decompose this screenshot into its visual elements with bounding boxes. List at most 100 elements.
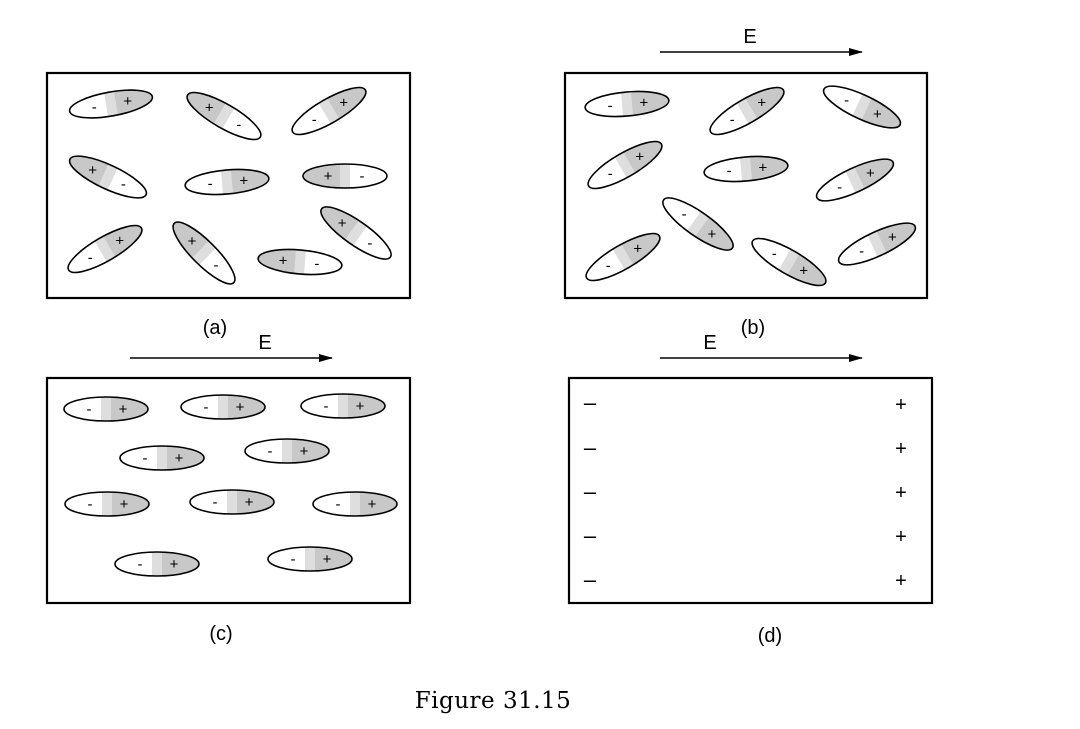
dipole: +- (257, 246, 343, 278)
dipole-positive-sign: + (279, 253, 288, 270)
dipole-negative-sign: - (204, 399, 209, 416)
dipole: -+ (703, 153, 789, 185)
panel-a-box (45, 71, 412, 300)
dipole-outline (189, 489, 275, 515)
dipole-positive-sign: + (123, 93, 132, 110)
panel-b-label: (b) (741, 317, 765, 339)
surface-charge-negative: – (584, 435, 597, 460)
dipole-negative-sign: - (837, 179, 842, 196)
dipole: -+ (300, 393, 386, 419)
dipole-positive-sign: + (245, 494, 254, 511)
surface-charge-positive: + (895, 570, 907, 592)
dipole-negative-sign: - (844, 92, 849, 109)
dipole: -+ (267, 546, 353, 572)
dipole-negative-sign: - (606, 258, 611, 275)
dipole-outline (822, 85, 902, 129)
dipole: +- (302, 163, 388, 189)
dipole-outline (244, 438, 330, 464)
surface-charge-positive: + (895, 394, 907, 416)
dipole: -+ (584, 88, 670, 120)
dipole: +- (64, 148, 152, 206)
panel-b-dipoles: -+-+-+-+-+-+-+-+-+-+ (580, 78, 921, 294)
dipole-outline (751, 237, 827, 287)
dipole-positive-sign: + (708, 226, 717, 243)
dipole: -+ (833, 215, 921, 273)
surface-charge-negative: – (584, 567, 597, 592)
dipole-outline (584, 90, 670, 118)
surface-charge-positive: + (895, 526, 907, 548)
panel-d-left-charges: – – – – – (584, 390, 597, 592)
dipole-negative-sign: - (324, 398, 329, 415)
dipole-negative-sign: - (92, 99, 97, 116)
panel-b: E -+-+-+-+-+-+-+-+-+-+ (b) (563, 26, 929, 339)
dipole-outline (119, 445, 205, 471)
dipole: -+ (64, 491, 150, 517)
dipole-outline (709, 86, 785, 136)
panel-b-field-label: E (743, 26, 756, 48)
dipole: -+ (62, 217, 148, 281)
dipole-positive-sign: + (236, 399, 245, 416)
dipole-positive-sign: + (799, 263, 808, 280)
dipole-outline (63, 396, 149, 422)
dipole-positive-sign: + (640, 95, 649, 112)
panel-d-box (567, 376, 934, 605)
dipole-outline (703, 155, 789, 183)
dipole-negative-sign: - (88, 496, 93, 513)
dipole-positive-sign: + (873, 106, 882, 123)
panel-c-label: (c) (209, 623, 232, 645)
dipole-negative-sign: - (608, 166, 613, 183)
dipole-positive-sign: + (88, 162, 97, 179)
dipole: -+ (818, 78, 906, 136)
dipole-negative-sign: - (87, 401, 92, 418)
dipole: -+ (114, 551, 200, 577)
panel-d-right-charges: + + + + + (895, 394, 907, 592)
dipole: -+ (63, 396, 149, 422)
dipole-negative-sign: - (143, 450, 148, 467)
panel-d-label: (d) (758, 625, 782, 647)
dipole-outline (186, 91, 262, 141)
panel-c-box (45, 376, 412, 605)
dipole-negative-sign: - (336, 496, 341, 513)
dipole: -+ (119, 445, 205, 471)
dipole-outline (68, 155, 148, 199)
dipole-negative-sign: - (859, 243, 864, 260)
dipole-outline (320, 206, 392, 260)
surface-charge-negative: – (584, 523, 597, 548)
dipole-outline (68, 89, 154, 119)
panel-d-field-label: E (703, 332, 716, 354)
dipole-positive-sign: + (175, 450, 184, 467)
dipole: -+ (656, 190, 740, 258)
dipole-positive-sign: + (300, 443, 309, 460)
dipole: -+ (580, 225, 666, 289)
dipole-outline (267, 546, 353, 572)
panel-a: -++--++--++--++-+-+- (a) (45, 71, 412, 339)
dipole-positive-sign: + (205, 100, 214, 117)
dipole-positive-sign: + (339, 95, 348, 112)
dipole: -+ (811, 151, 899, 209)
dipole-negative-sign: - (608, 97, 613, 114)
dipole-negative-sign: - (138, 556, 143, 573)
panel-c: E -+-+-+-+-+-+-+-+-+-+ (c) (45, 332, 412, 645)
dipole-negative-sign: - (121, 176, 126, 193)
panel-c-field-label: E (258, 332, 271, 354)
dipole-negative-sign: - (772, 246, 777, 263)
dipole-outline (312, 491, 398, 517)
dipole-positive-sign: + (635, 149, 644, 166)
dipole-positive-sign: + (240, 173, 249, 190)
figure-caption: Figure 31.15 (415, 688, 572, 714)
dipole-negative-sign: - (208, 175, 213, 192)
panel-c-dipoles: -+-+-+-+-+-+-+-+-+-+ (63, 393, 398, 577)
dipole-positive-sign: + (119, 401, 128, 418)
dipole: +- (314, 199, 398, 267)
panel-d: E – – – – – + + + + + (d) (567, 332, 934, 647)
dipole-outline (587, 140, 663, 190)
dipole-outline (67, 224, 143, 274)
dipole-negative-sign: - (682, 206, 687, 223)
dipole-positive-sign: + (866, 165, 875, 182)
dipole-outline (585, 232, 661, 282)
dipole: -+ (67, 84, 155, 124)
dipole-positive-sign: + (888, 229, 897, 246)
dipole-outline (180, 394, 266, 420)
dipole: +- (165, 214, 243, 292)
